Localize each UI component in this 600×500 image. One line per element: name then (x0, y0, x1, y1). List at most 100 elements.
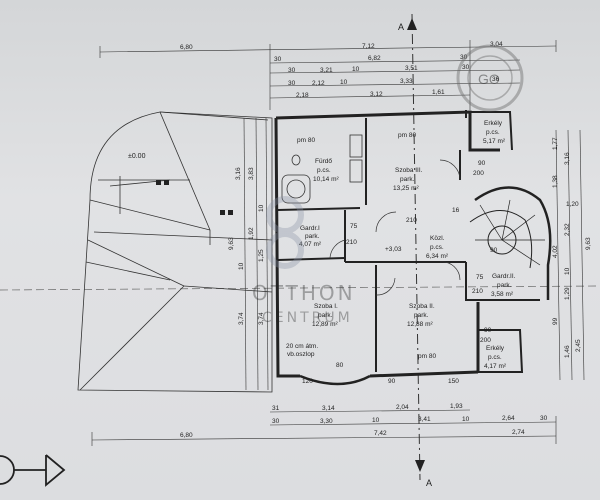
dim-90-d: 90 (490, 247, 498, 254)
right-dim-8: 1,29 (564, 287, 571, 300)
bathroom-fixtures (281, 134, 363, 204)
bottom-dim-3a: 6,80 (180, 432, 193, 439)
balcony-top (465, 110, 513, 151)
room-szoba2-floor: park. (414, 312, 429, 319)
axis-line (0, 285, 600, 291)
room-szoba-2: Szoba II. park. 12,88 m² (407, 303, 435, 328)
stamp-logo-text: GO (478, 71, 500, 87)
orientation-arrow (0, 454, 66, 487)
left-dim-3: 3,83 (248, 167, 255, 180)
top-dim-3a: 30 (288, 67, 296, 74)
room-szoba3-size: 13,25 m² (393, 185, 419, 192)
room-erkely-top: Erkély p.cs. 5,17 m² (483, 120, 506, 145)
room-gardr1-floor: park. (305, 233, 320, 240)
dim-210-b: 210 (472, 288, 483, 295)
dim-75-b: 75 (476, 274, 484, 281)
roof-plan (77, 111, 273, 393)
bottom-dimension-lines (91, 409, 557, 446)
room-szoba1-size: 12,89 m² (312, 321, 338, 328)
dim-210-c: 210 (406, 217, 417, 224)
bottom-dim-2e: 10 (462, 416, 470, 423)
section-marker-bottom: A (426, 478, 432, 488)
dim-200-a: 200 (473, 170, 484, 177)
vent-icon-2 (228, 210, 233, 215)
room-szoba-1: Szoba I. park. 12,89 m² (312, 303, 338, 328)
top-dim-4a: 30 (288, 80, 296, 87)
bottom-dim-3c: 2,74 (512, 429, 525, 436)
left-dim-9: 10 (238, 262, 245, 270)
door-label-pm80-b: pm 80 (398, 132, 416, 139)
room-kozl-floor: p.cs. (430, 244, 444, 251)
right-dim-11: 99 (552, 317, 559, 325)
door-label-pm80-a: pm 80 (297, 137, 315, 144)
section-arrow-bottom (415, 460, 425, 472)
dim-200-b: 200 (480, 337, 491, 344)
section-line (411, 13, 421, 481)
bottom-dim-2a: 30 (272, 418, 280, 425)
top-dim-5b: 3,12 (370, 91, 383, 98)
right-dimension-lines (555, 129, 585, 381)
dim-120: 120 (302, 378, 313, 385)
top-dim-5a: 2,18 (296, 92, 309, 99)
dim-80: 80 (336, 362, 344, 369)
right-dim-1: 1,77 (552, 137, 559, 150)
room-erkely-bottom: Erkély p.cs. 4,17 m² (484, 345, 507, 370)
right-dim-4: 1,20 (566, 201, 579, 208)
room-szoba3-name: Szoba III. (395, 167, 423, 174)
bottom-dim-2f: 2,64 (502, 415, 515, 422)
room-szoba1-floor: park. (318, 312, 333, 319)
room-kozl: Közl. p.cs. 6,34 m² (426, 235, 449, 260)
top-dim-1c: 3,04 (490, 41, 503, 48)
section-marker-top: A (398, 22, 404, 32)
room-erkely1-size: 5,17 m² (483, 138, 506, 145)
top-dimension-lines (99, 40, 557, 110)
room-furdo-size: 10,14 m² (313, 176, 339, 183)
top-dim-1b: 7,12 (362, 43, 375, 50)
room-furdo-floor: p.cs. (317, 167, 331, 174)
right-dim-3: 1,38 (552, 175, 559, 188)
door-label-pm80-c: pm 80 (418, 353, 436, 360)
right-dim-10: 1,46 (564, 345, 571, 358)
vent-icon-3 (156, 180, 161, 185)
bottom-dim-1c: 2,04 (396, 404, 409, 411)
dim-90-a: 90 (478, 160, 486, 167)
top-dim-3d: 3,51 (405, 65, 418, 72)
room-gardr1-name: Gardr.I (300, 225, 320, 232)
dim-210-a: 210 (346, 239, 357, 246)
top-dim-4b: 2,12 (312, 80, 325, 87)
left-dim-7: 3,74 (258, 312, 265, 325)
top-dim-1a: 6,80 (180, 44, 193, 51)
spiral-stair (469, 186, 552, 300)
left-dim-4: 1,92 (248, 227, 255, 240)
room-gardr-1: Gardr.I park. 4,07 m² (299, 225, 322, 248)
balcony-bottom (478, 329, 524, 373)
left-dim-2: 9,63 (228, 237, 235, 250)
watermark: OTTHON CENTRUM (252, 196, 356, 326)
vent-icon (220, 210, 225, 215)
top-dim-3e: 30 (462, 64, 470, 71)
dim-16: 16 (452, 207, 460, 214)
room-erkely1-name: Erkély (484, 120, 503, 127)
bottom-dim-1d: 1,93 (450, 403, 463, 410)
top-dim-4e: 36 (492, 76, 500, 83)
room-gardr1-size: 4,07 m² (299, 241, 322, 248)
watermark-line1: OTTHON (252, 281, 356, 305)
bottom-dim-1a: 31 (272, 405, 280, 412)
top-dim-4c: 10 (340, 79, 348, 86)
bottom-dim-2d: 3,41 (418, 416, 431, 423)
right-dim-12: 10 (564, 267, 571, 275)
top-dim-5c: 1,61 (432, 89, 445, 96)
room-erkely2-size: 4,17 m² (484, 363, 507, 370)
left-dim-6: 3,74 (238, 312, 245, 325)
column-note-1: 20 cm átm. (286, 343, 318, 350)
door-swings (329, 159, 461, 296)
right-dim-2: 3,16 (564, 152, 571, 165)
dim-90-b: 90 (484, 327, 492, 334)
top-dim-2a: 30 (274, 56, 282, 63)
right-dim-6: 2,32 (564, 223, 571, 236)
room-gardr2-size: 3,58 m² (491, 291, 514, 298)
bottom-dim-2b: 3,30 (320, 418, 333, 425)
right-dim-7: 9,63 (585, 237, 592, 250)
top-dim-2c: 30 (460, 54, 468, 61)
